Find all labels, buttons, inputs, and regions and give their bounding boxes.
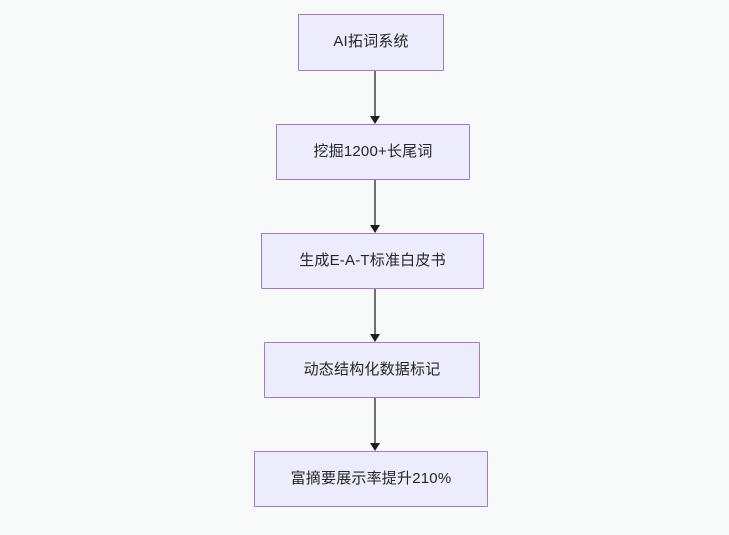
edge-line: [374, 289, 376, 335]
arrowhead-icon: [370, 225, 380, 233]
arrowhead-icon: [370, 334, 380, 342]
flow-node-dynamic-structured-data[interactable]: 动态结构化数据标记: [264, 342, 480, 398]
flow-node-rich-snippet-uplift[interactable]: 富摘要展示率提升210%: [254, 451, 488, 507]
flow-edge-2-3: [370, 180, 380, 233]
flow-node-ai-keyword-system[interactable]: AI拓词系统: [298, 14, 444, 71]
flow-node-label: 挖掘1200+长尾词: [313, 142, 433, 160]
flow-node-label: AI拓词系统: [333, 33, 409, 51]
flow-node-generate-eat-whitepaper[interactable]: 生成E-A-T标准白皮书: [261, 233, 484, 289]
flow-node-mine-longtail-keywords[interactable]: 挖掘1200+长尾词: [276, 124, 470, 180]
arrowhead-icon: [370, 443, 380, 451]
arrowhead-icon: [370, 116, 380, 124]
flow-node-label: 动态结构化数据标记: [303, 360, 441, 378]
flow-edge-1-2: [370, 71, 380, 124]
edge-line: [374, 398, 376, 444]
flow-edge-3-4: [370, 289, 380, 342]
edge-line: [374, 180, 376, 226]
flow-node-label: 富摘要展示率提升210%: [290, 469, 452, 487]
flow-edge-4-5: [370, 398, 380, 451]
edge-line: [374, 71, 376, 117]
flow-node-label: 生成E-A-T标准白皮书: [299, 251, 446, 269]
